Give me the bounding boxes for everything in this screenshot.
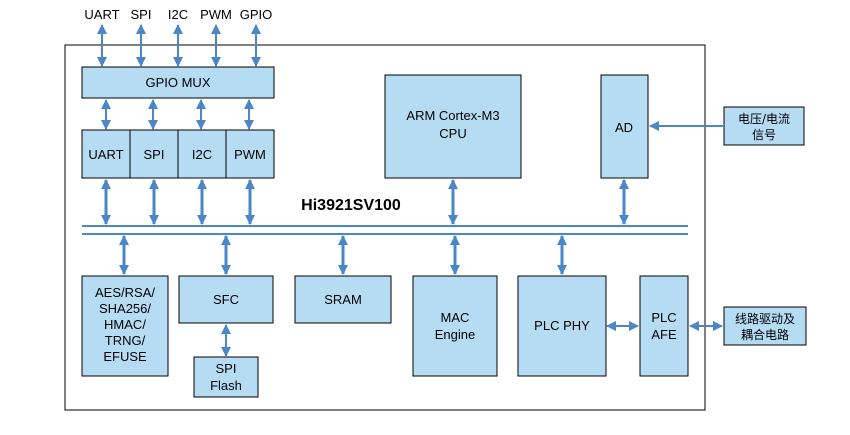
- plc-phy-label: PLC PHY: [534, 318, 590, 333]
- top-signal-labels: UART SPI I2C PWM GPIO: [84, 7, 272, 22]
- spi-label: SPI: [144, 147, 165, 162]
- cpu-label-line2: CPU: [439, 126, 466, 141]
- i2c-label: I2C: [192, 147, 212, 162]
- i2c-block: [177, 129, 227, 179]
- plc-afe-label-line1: PLC: [651, 310, 676, 325]
- gpio-mux-block: [81, 66, 275, 99]
- top-signal-i2c: I2C: [168, 7, 188, 22]
- uart-block: [81, 129, 131, 179]
- spi-block: [129, 129, 179, 179]
- voltage-current-label-line2: 信号: [752, 128, 776, 142]
- cpu-label-line1: ARM Cortex-M3: [406, 108, 499, 123]
- cpu-block: [384, 74, 522, 179]
- chip-name-label: Hi3921SV100: [301, 197, 401, 214]
- bidirectional-arrow-icon: [119, 235, 567, 275]
- bidirectional-arrow-icon: [101, 179, 629, 225]
- sfc-block: [178, 275, 274, 324]
- bidirectional-arrow-icon: [97, 24, 261, 67]
- security-label-line3: HMAC/: [104, 317, 146, 332]
- top-signal-spi: SPI: [131, 7, 152, 22]
- plc-afe-block: [639, 275, 689, 377]
- gpio-mux-label: GPIO MUX: [145, 75, 210, 90]
- pwm-label: PWM: [234, 147, 266, 162]
- security-block: [81, 275, 169, 377]
- spi-flash-label-line1: SPI: [216, 361, 237, 376]
- plc-phy-block: [517, 275, 607, 377]
- mac-engine-label-line2: Engine: [435, 327, 475, 342]
- security-label-line2: SHA256/: [99, 301, 151, 316]
- security-label-line1: AES/RSA/: [95, 285, 155, 300]
- line-driver-label-line2: 耦合电路: [741, 327, 789, 342]
- top-signal-uart: UART: [84, 7, 119, 22]
- sfc-label: SFC: [213, 292, 239, 307]
- uart-label: UART: [88, 147, 123, 162]
- line-driver-coupling-block: [723, 306, 807, 346]
- ad-label: AD: [615, 120, 633, 135]
- mac-engine-label-line1: MAC: [441, 310, 470, 325]
- top-signal-gpio: GPIO: [240, 7, 273, 22]
- bidirectional-arrow-icon: [101, 99, 254, 130]
- line-driver-label-line1: 线路驱动及: [735, 311, 795, 326]
- spi-flash-block: [193, 356, 259, 398]
- spi-flash-label-line2: Flash: [210, 378, 242, 393]
- sram-block: [294, 275, 392, 324]
- security-label-line5: EFUSE: [103, 349, 147, 364]
- ad-block: [600, 74, 649, 179]
- security-label-line4: TRNG/: [105, 333, 146, 348]
- top-signal-pwm: PWM: [200, 7, 232, 22]
- sram-label: SRAM: [324, 292, 362, 307]
- pwm-block: [225, 129, 275, 179]
- voltage-current-label-line1: 电压/电流: [738, 112, 790, 126]
- plc-afe-label-line2: AFE: [651, 327, 677, 342]
- mac-engine-block: [412, 275, 498, 377]
